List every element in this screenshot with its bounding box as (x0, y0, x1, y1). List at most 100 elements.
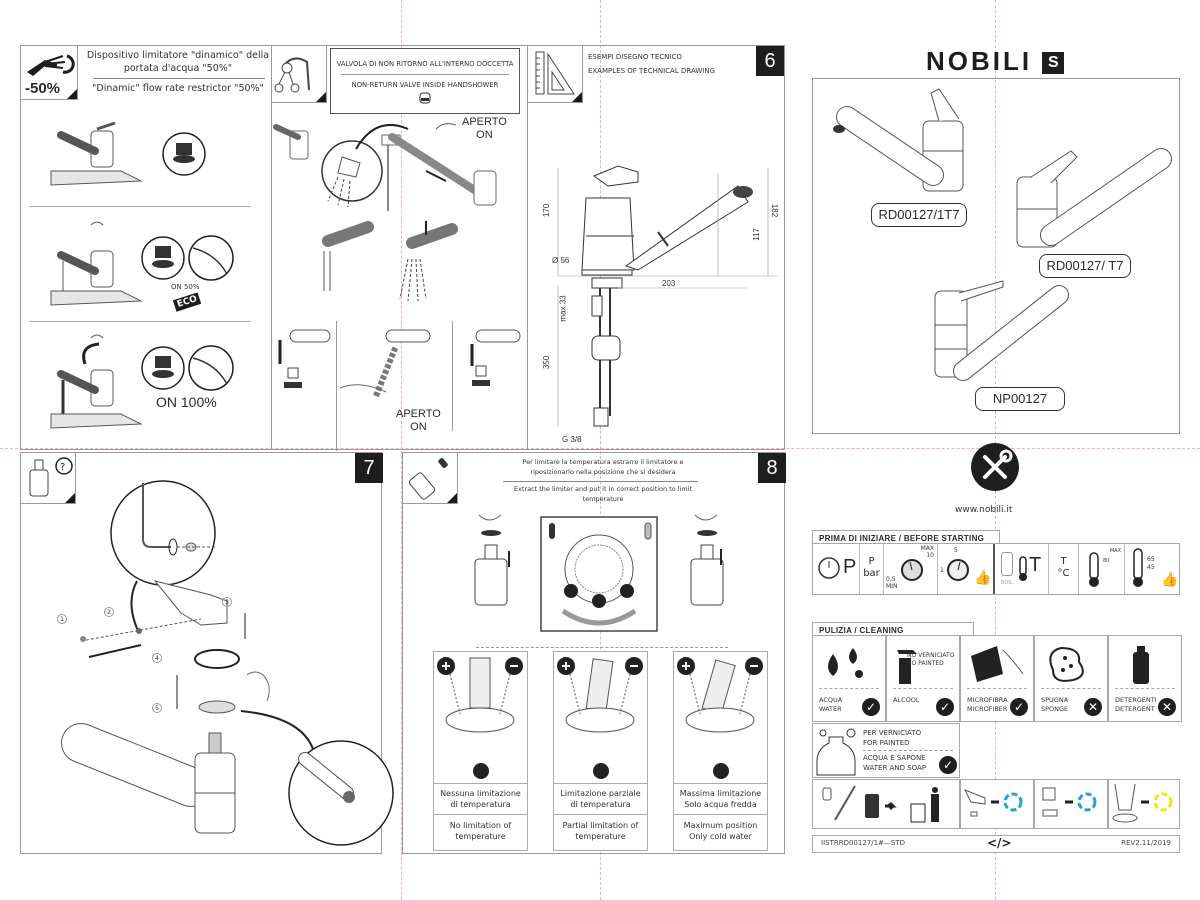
on-label: ON (410, 421, 427, 433)
panel-flow-restrictor: -50% Dispositivo limitatore "dinamico" d… (20, 45, 272, 450)
limiter-cartridge-illustration (437, 657, 523, 733)
sponge-icon (1049, 646, 1084, 682)
check-icon: ✓ (939, 756, 957, 774)
logo-text: NOBILI (926, 46, 1033, 76)
handshower-icon-box (271, 45, 327, 103)
painted-bottom-label: ACQUA E SAPONE WATER AND SOAP (863, 754, 927, 772)
detergent-bottle-icon (1133, 646, 1149, 684)
dim-350: 350 (542, 355, 552, 370)
aperto-on-bottom: APERTO ON (396, 408, 441, 434)
painted-top-label: PER VERNICIATO FOR PAINTED (863, 729, 922, 747)
gauge2-left: 1 (940, 567, 944, 574)
step-number-7: 7 (355, 453, 383, 483)
disposal-recycle-yellow-cell (1108, 779, 1180, 829)
cartridge-limiter-icon (408, 458, 448, 500)
dim-203: 203 (662, 279, 676, 288)
aperto-label: APERTO (396, 408, 441, 420)
boiler-icon (1001, 552, 1013, 576)
cleaning-item-label: MICROFIBRA MICROFIBER (967, 696, 1008, 713)
drawing-title-en: EXAMPLES OF TECHNICAL DRAWING (588, 67, 715, 75)
check-icon: ✓ (936, 698, 954, 716)
thermometer-range-icon (1133, 548, 1143, 587)
pressure-p: P (843, 556, 857, 578)
valve-icon (419, 92, 431, 104)
disposal-recycle-blue-cell-2 (1034, 779, 1108, 829)
dim-diameter-56: Ø 56 (552, 256, 570, 265)
dim-170: 170 (542, 203, 552, 218)
thumbs-up-icon: 👍 (1161, 572, 1179, 588)
document-footer: IISTRRD00127/1#—STD </> REV2.11/2019 (812, 835, 1180, 853)
limiter-adjustment-diagram (474, 514, 724, 632)
limiter-icon-box (402, 452, 458, 504)
limiter-cartridge-illustration (557, 657, 643, 733)
valve-title-en: NON-RETURN VALVE INSIDE HANDSHOWER (351, 81, 499, 89)
callout-1: 1 (57, 614, 67, 624)
valve-removal-steps (278, 329, 521, 398)
aerator-50-icons (141, 235, 234, 281)
drawing-title-it: ESEMPI DISEGNO TECNICO (588, 53, 682, 61)
aperto-on-top: APERTO ON (462, 116, 507, 142)
fold-guide (401, 0, 402, 900)
cleaning-item-4: SPUGNA SPONGE ✕ (1034, 635, 1108, 722)
nobili-logo: NOBILI S (926, 46, 1065, 77)
cleaning-item-label: DETERGENTI DETERGENT (1115, 696, 1157, 713)
boiler-label: BOIL (1001, 580, 1013, 586)
aerator-100-icons (141, 345, 234, 391)
on-100-label: ON 100% (156, 394, 217, 410)
pressure-ok-gauge-icon (947, 559, 969, 581)
recycle-blue-icon (963, 789, 1023, 817)
max-value: 10 (926, 552, 934, 559)
unit-bar: bar (863, 568, 880, 579)
handle-removal-diagram (61, 480, 394, 846)
limiter-position-icon (472, 763, 489, 779)
pressure-cell: P (813, 544, 860, 594)
limiter-option-en: Maximum position Only cold water (674, 814, 767, 847)
limiter-option-2: Limitazione parziale di temperatura Part… (553, 651, 648, 851)
faucet-full-open-illustration (50, 334, 143, 429)
limiter-position-icon (712, 763, 729, 779)
restrictor-title-it: Dispositivo limitatore "dinamico" della … (86, 50, 270, 74)
cleaning-item-label: ALCOOL (893, 696, 920, 704)
temperature-unit-cell: T °C (1049, 544, 1079, 594)
website-link[interactable]: www.nobili.it (955, 505, 1013, 515)
cleaning-item-label: ACQUA WATER (819, 696, 843, 713)
spray-bottle-icon (897, 650, 917, 684)
limiter-option-it: Nessuna limitazione di temperatura (434, 783, 527, 814)
cleaning-item-3: MICROFIBRA MICROFIBER ✓ (960, 635, 1034, 722)
on-label: ON (476, 129, 493, 141)
cleaning-note: NO VERNICIATO NO PAINTED (907, 652, 955, 667)
valve-title-it: VALVOLA DI NON RITORNO ALL'INTERNO DOCCE… (336, 60, 514, 68)
callout-2: 2 (104, 607, 114, 617)
panel-technical-drawing: ESEMPI DISEGNO TECNICO EXAMPLES OF TECHN… (527, 45, 785, 450)
spray-mode-illustration (322, 221, 458, 302)
painted-cleaning-cell: PER VERNICIATO FOR PAINTED ACQUA E SAPON… (812, 723, 960, 778)
cleaning-item-1: ACQUA WATER ✓ (812, 635, 886, 722)
ruler-triangle-icon (535, 51, 575, 95)
dim-max-33: max 33 (558, 295, 568, 322)
drawing-icon-box (527, 45, 583, 103)
dim-182: 182 (770, 203, 780, 218)
fold-guide (0, 448, 1200, 449)
restrictor-icon-box: -50% (20, 45, 78, 100)
cartridge-question-icon: ? (29, 457, 73, 497)
faucet-half-open-illustration (50, 221, 143, 306)
pressure-ok-cell: 5 1 👍 (938, 544, 995, 594)
limiter-option-en: No limitation of temperature (434, 814, 527, 847)
dim-117: 117 (751, 228, 761, 241)
cleaning-header: PULIZIA / CLEANING (812, 622, 974, 638)
pressure-range-gauge-icon (901, 559, 923, 581)
limiter-option-3: Massima limitazione Solo acqua fredda Ma… (673, 651, 768, 851)
restrictor-badge: -50% (25, 80, 61, 97)
faucet-spray-icon (27, 54, 75, 76)
recycle-yellow-icon (1112, 783, 1173, 823)
model-label-rd00127-t7: RD00127/ T7 (1039, 254, 1131, 278)
boiler-temperature-cell: BOIL T (995, 544, 1049, 594)
callout-4: 4 (152, 653, 162, 663)
cleaning-item-5: DETERGENTI DETERGENT ✕ (1108, 635, 1182, 722)
temperature-max-cell: MAX 80 (1079, 544, 1125, 594)
unit-t: T (1060, 556, 1067, 567)
